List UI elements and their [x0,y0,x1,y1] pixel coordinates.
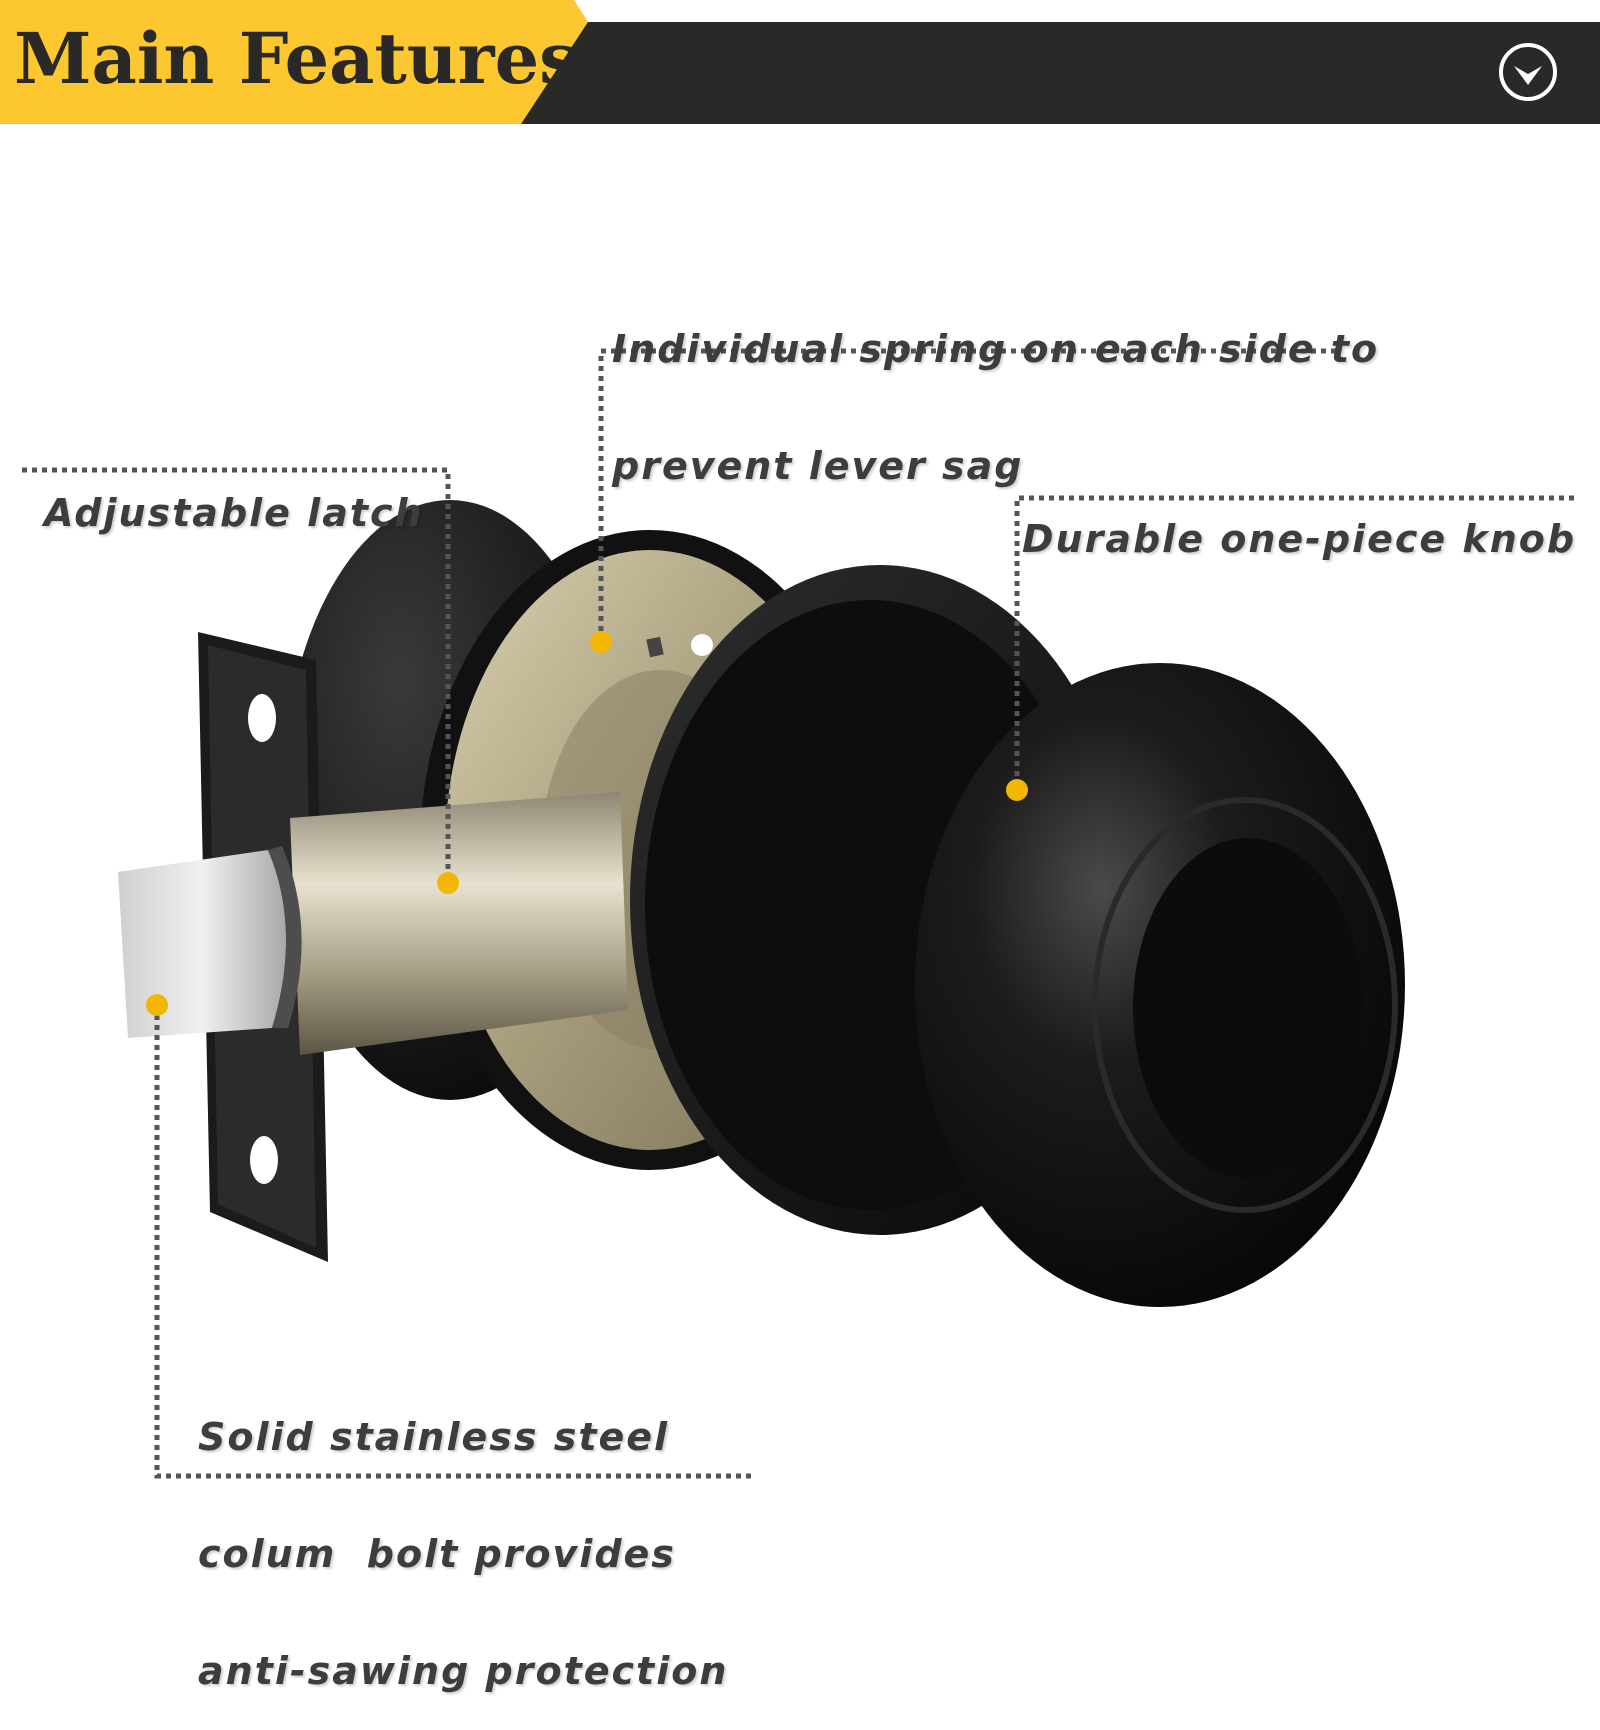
callout-bolt-label: Solid stainless steel colum bolt provide… [198,1340,728,1730]
chevron-down-circle-icon[interactable] [1496,40,1560,104]
callout-knob-line-1: Durable one-piece knob [1022,517,1577,561]
header-banner: Main Features [0,0,1600,124]
callout-bolt-line-2: colum bolt provides [198,1532,676,1576]
callout-knob-label: Durable one-piece knob [1022,442,1576,598]
callout-spring-line-1: Individual spring on each side to [612,327,1380,371]
callout-bolt-line-1: Solid stainless steel [198,1415,670,1459]
page-title: Main Features [14,17,579,100]
callout-latch-line-1: Adjustable latch [44,491,424,535]
header-yellow-tab [0,0,588,124]
callout-spring-label: Individual spring on each side to preven… [612,252,1379,525]
callout-bolt-line-3: anti-sawing protection [198,1649,729,1693]
callout-spring-line-2: prevent lever sag [612,444,1024,488]
callout-latch-label: Adjustable latch [44,416,424,572]
